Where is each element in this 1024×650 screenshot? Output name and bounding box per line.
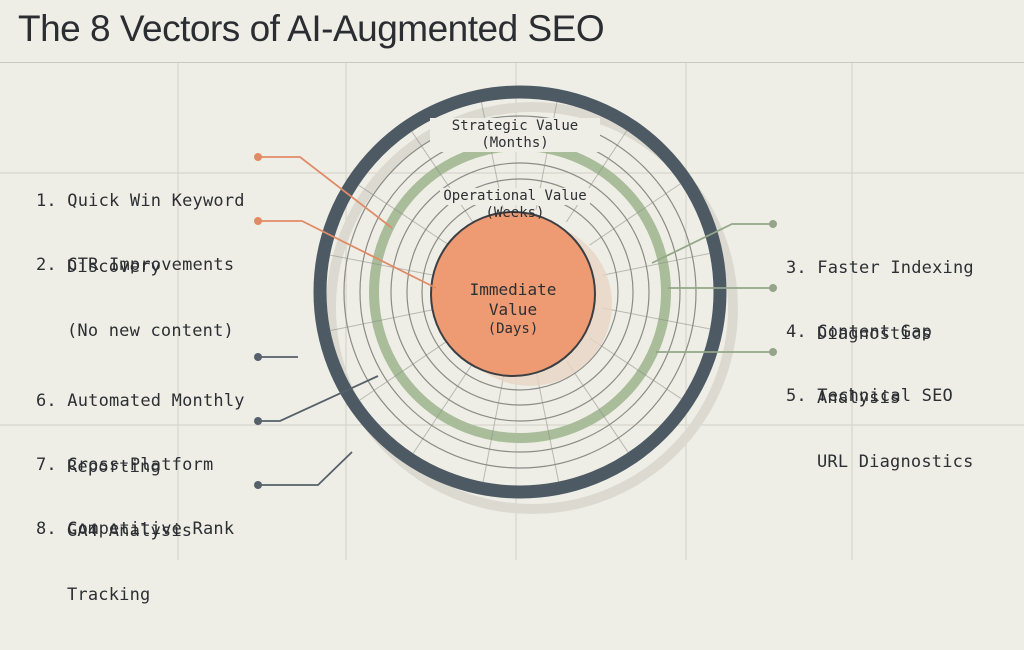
- spoke-8: [329, 308, 438, 332]
- vector-1-line1: 1. Quick Win Keyword: [36, 191, 245, 211]
- spoke-3: [566, 361, 629, 454]
- vector-5-line1: 5. Technical SEO: [786, 386, 953, 406]
- immediate-value-line1: Immediate: [469, 280, 557, 299]
- spoke-15: [589, 183, 682, 246]
- vector-1-line2: Discovery: [67, 257, 161, 277]
- vector-6-line2: Reporting: [67, 457, 161, 477]
- vectors-diagram: [0, 62, 1024, 560]
- connector-dot-8: [254, 481, 262, 489]
- connector-line-7: [258, 375, 379, 422]
- spoke-2: [589, 337, 683, 400]
- spoke-7: [358, 338, 451, 401]
- vector-3-line2: Diagnostics: [817, 324, 932, 344]
- connector-line-2: [258, 220, 437, 289]
- vector-2-line1: 2. CTR Improvements: [36, 255, 235, 275]
- spoke-11: [411, 130, 474, 223]
- connector-dot-1: [254, 153, 262, 161]
- vector-label-7: 7. Cross-Platform GA4 Analysis: [36, 410, 213, 586]
- operational-value-title: Operational Value: [440, 188, 590, 205]
- connector-line-1: [258, 156, 393, 229]
- vector-4-line2: Analysis: [817, 388, 901, 408]
- immediate-value-unit: (Days): [487, 321, 539, 337]
- connector-dot-3: [769, 220, 777, 228]
- vector-label-6: 6. Automated Monthly Reporting: [36, 346, 245, 522]
- spoke-10: [357, 184, 451, 247]
- vector-7-line2: GA4 Analysis: [67, 521, 193, 541]
- concentric-rings: [313, 85, 738, 514]
- strategic-value-label: Strategic Value (Months): [430, 118, 600, 152]
- immediate-value-circle: [430, 211, 596, 377]
- connector-line-8: [258, 451, 353, 486]
- vector-6-line1: 6. Automated Monthly: [36, 391, 245, 411]
- vector-4-line1: 4. Content Gap: [786, 322, 933, 342]
- title-bar: The 8 Vectors of AI-Augmented SEO: [0, 0, 1024, 63]
- vector-label-2: 2. CTR Improvements (No new content): [36, 210, 234, 386]
- connector-line-3: [651, 223, 773, 264]
- inner-ring-1: [343, 115, 697, 469]
- operational-value-unit: (Weeks): [485, 205, 545, 221]
- connector-dot-6: [254, 353, 262, 361]
- strategic-ring: [313, 85, 727, 499]
- spoke-16: [602, 252, 711, 276]
- vector-label-1: 1. Quick Win Keyword Discovery: [36, 146, 245, 322]
- page-title: The 8 Vectors of AI-Augmented SEO: [18, 8, 605, 49]
- inner-ring-4: [406, 178, 634, 406]
- spoke-4: [536, 374, 560, 483]
- spoke-14: [565, 129, 628, 223]
- vector-7-line1: 7. Cross-Platform: [36, 455, 214, 475]
- immediate-value-label: Immediate Value (Days): [443, 280, 583, 338]
- spoke-6: [412, 361, 475, 455]
- vector-label-8: 8. Competitive Rank Tracking: [36, 474, 234, 650]
- vector-8-line1: 8. Competitive Rank: [36, 519, 235, 539]
- vector-label-4: 4. Content Gap Analysis: [786, 277, 932, 453]
- diagram-canvas: The 8 Vectors of AI-Augmented SEO Strate…: [0, 0, 1024, 605]
- connector-dot-5: [769, 348, 777, 356]
- strategic-value-unit: (Months): [481, 135, 549, 151]
- operational-value-label: Operational Value (Weeks): [430, 188, 600, 222]
- connector-dot-2: [254, 217, 262, 225]
- vector-8-line2: Tracking: [67, 585, 151, 605]
- vector-label-3: 3. Faster Indexing Diagnostics: [786, 213, 974, 389]
- immediate-value-line2: Value: [488, 300, 538, 319]
- vector-5-line2: URL Diagnostics: [817, 452, 974, 472]
- spoke-5: [482, 374, 505, 483]
- vector-3-line1: 3. Faster Indexing: [786, 258, 974, 278]
- connector-lines: [254, 153, 777, 489]
- strategic-value-title: Strategic Value: [451, 118, 579, 134]
- strategic-ring-shadow: [326, 102, 738, 514]
- connector-dot-7: [254, 417, 262, 425]
- vector-2-line2: (No new content): [67, 321, 234, 341]
- inner-ring-3: [390, 162, 650, 422]
- spoke-1: [602, 307, 711, 330]
- vector-label-5: 5. Technical SEO URL Diagnostics: [786, 341, 974, 517]
- spoke-9: [329, 254, 438, 277]
- connector-dot-4: [769, 284, 777, 292]
